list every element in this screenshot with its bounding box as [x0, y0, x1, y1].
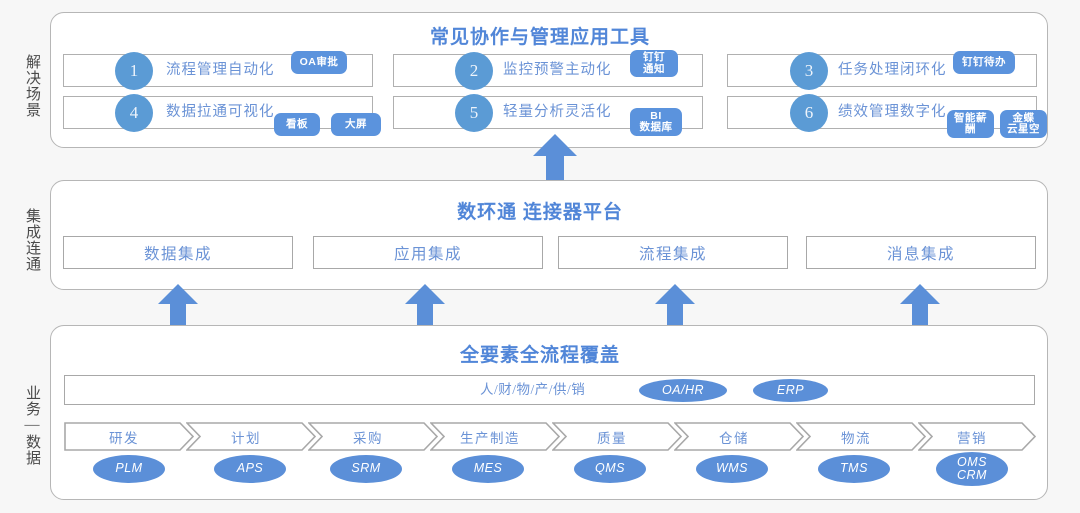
- scenario-tag-oa-approval[interactable]: OA审批: [291, 51, 347, 74]
- integration-panel: [50, 180, 1048, 290]
- scenario-panel-title: 常见协作与管理应用工具: [429, 27, 650, 48]
- integration-box-application[interactable]: 应用集成: [313, 236, 543, 269]
- process-step-label-6: 仓储: [719, 430, 749, 446]
- scenario-number-5: 5: [455, 94, 493, 132]
- scenario-label-1: 流程管理自动化: [166, 62, 275, 78]
- integration-panel-title: 数环通 连接器平台: [457, 202, 623, 223]
- scenario-number-4: 4: [115, 94, 153, 132]
- process-step-label-1: 研发: [109, 430, 139, 446]
- arrow-up-to-scenarios: [533, 134, 577, 182]
- integration-box-message[interactable]: 消息集成: [806, 236, 1036, 269]
- process-system-srm[interactable]: SRM: [330, 455, 402, 483]
- process-step-label-5: 质量: [597, 430, 627, 446]
- scenario-tag-kingdee-cloud[interactable]: 金蝶 云星空: [1000, 110, 1047, 138]
- process-step-5[interactable]: 质量: [552, 422, 682, 451]
- arrow-up-to-data-integration: [158, 284, 198, 328]
- process-system-tms[interactable]: TMS: [818, 455, 890, 483]
- process-system-plm[interactable]: PLM: [93, 455, 165, 483]
- scenario-label-2: 监控预警主动化: [503, 62, 612, 78]
- scenario-tag-dingtalk-notify[interactable]: 钉钉 通知: [630, 50, 678, 77]
- process-system-mes[interactable]: MES: [452, 455, 524, 483]
- rail-label-integration: 集成连通: [24, 208, 40, 272]
- process-step-1[interactable]: 研发: [64, 422, 194, 451]
- scenario-tag-bigscreen[interactable]: 大屏: [331, 113, 381, 136]
- scenario-row-4[interactable]: [63, 96, 373, 129]
- elements-row: [64, 375, 1035, 405]
- scenario-label-3: 任务处理闭环化: [838, 62, 947, 78]
- scenario-label-5: 轻量分析灵活化: [503, 104, 612, 120]
- elements-label: 人/财/物/产/供/销: [480, 382, 586, 397]
- rail-label-scenario: 解决场景: [24, 54, 40, 118]
- element-pill-erp[interactable]: ERP: [753, 379, 828, 402]
- process-step-8[interactable]: 营销: [918, 422, 1036, 451]
- process-step-4[interactable]: 生产制造: [430, 422, 560, 451]
- scenario-number-1: 1: [115, 52, 153, 90]
- process-system-wms[interactable]: WMS: [696, 455, 768, 483]
- process-system-qms[interactable]: QMS: [574, 455, 646, 483]
- process-step-label-2: 计划: [231, 430, 261, 446]
- process-system-oms-crm[interactable]: OMS CRM: [936, 452, 1008, 486]
- scenario-tag-kanban[interactable]: 看板: [274, 113, 320, 136]
- process-step-label-3: 采购: [353, 430, 383, 446]
- arrow-up-to-message-integration: [900, 284, 940, 328]
- process-step-3[interactable]: 采购: [308, 422, 438, 451]
- arrow-up-to-application-integration: [405, 284, 445, 328]
- scenario-label-6: 绩效管理数字化: [838, 104, 947, 120]
- scenario-number-3: 3: [790, 52, 828, 90]
- rail-label-business: 业务—数据: [24, 384, 40, 466]
- process-step-label-4: 生产制造: [460, 430, 520, 446]
- process-system-aps[interactable]: APS: [214, 455, 286, 483]
- scenario-number-2: 2: [455, 52, 493, 90]
- process-step-7[interactable]: 物流: [796, 422, 926, 451]
- scenario-tag-dingtalk-todo[interactable]: 钉钉待办: [953, 51, 1015, 74]
- arrow-up-to-process-integration: [655, 284, 695, 328]
- process-step-2[interactable]: 计划: [186, 422, 316, 451]
- integration-box-process[interactable]: 流程集成: [558, 236, 788, 269]
- scenario-tag-bi-database[interactable]: BI 数据库: [630, 108, 682, 136]
- business-panel-title: 全要素全流程覆盖: [459, 345, 620, 366]
- integration-box-data[interactable]: 数据集成: [63, 236, 293, 269]
- process-step-6[interactable]: 仓储: [674, 422, 804, 451]
- scenario-label-4: 数据拉通可视化: [166, 104, 275, 120]
- scenario-number-6: 6: [790, 94, 828, 132]
- process-step-label-8: 营销: [957, 430, 987, 446]
- process-step-label-7: 物流: [841, 430, 871, 446]
- scenario-tag-smart-payroll[interactable]: 智能薪酬: [947, 110, 994, 138]
- element-pill-oa-hr[interactable]: OA/HR: [639, 379, 727, 402]
